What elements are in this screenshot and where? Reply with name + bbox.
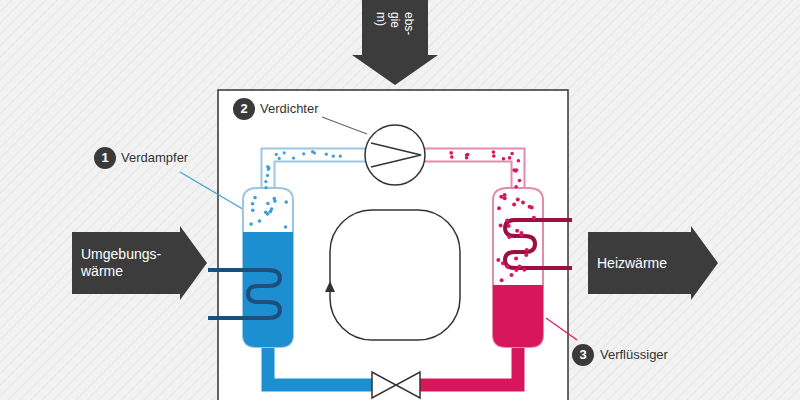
power-input-arrow: ebs- gie m) <box>352 0 438 85</box>
ambient-heat-arrow: Umgebungs- wärme <box>72 226 207 300</box>
leader-line <box>180 172 246 211</box>
part-name: Verdichter <box>260 101 319 117</box>
compressor <box>365 125 425 185</box>
arrow-label: Heizwärme <box>597 255 667 272</box>
part-name: Verdampfer <box>121 150 188 166</box>
condenser-coil <box>505 220 572 268</box>
liquid-pipe-warm <box>420 345 518 385</box>
callout-number: 1 <box>94 147 116 169</box>
liquid-pipe-cold <box>268 345 372 385</box>
gas-pipe-hot <box>424 155 518 192</box>
heating-heat-arrow: Heizwärme <box>588 226 718 300</box>
callout-number: 3 <box>572 344 594 366</box>
arrow-label: Umgebungs- wärme <box>81 246 181 280</box>
evaporator-coil <box>208 270 280 318</box>
housing <box>218 90 568 400</box>
cycle-arrow <box>330 210 460 340</box>
gas-pipe-cold <box>268 155 366 192</box>
part-name: Verflüssiger <box>600 347 668 363</box>
expansion-valve <box>372 372 420 398</box>
callout-number: 2 <box>233 98 255 120</box>
arrow-label: ebs- gie m) <box>374 12 416 42</box>
leader-line <box>322 117 367 134</box>
leader-line <box>546 318 577 340</box>
